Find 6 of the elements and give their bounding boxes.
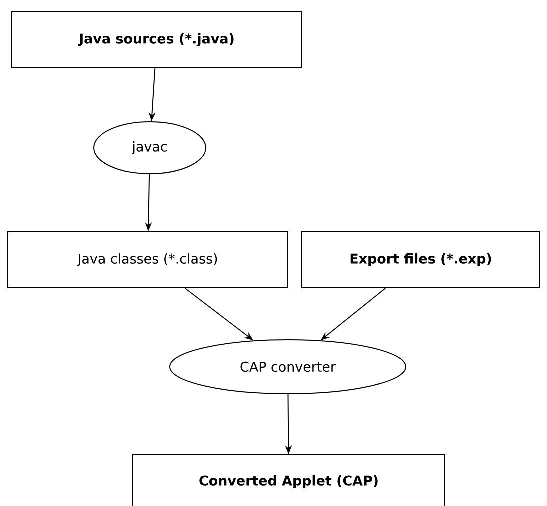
process-box: Export files (*.exp) bbox=[302, 232, 540, 288]
process-box: Java sources (*.java) bbox=[12, 12, 302, 68]
process-box: Java classes (*.class) bbox=[8, 232, 288, 288]
process-box: Converted Applet (CAP) bbox=[132, 454, 446, 506]
ellipse-node: javac bbox=[94, 122, 206, 174]
ellipse-node: CAP converter bbox=[170, 340, 406, 394]
